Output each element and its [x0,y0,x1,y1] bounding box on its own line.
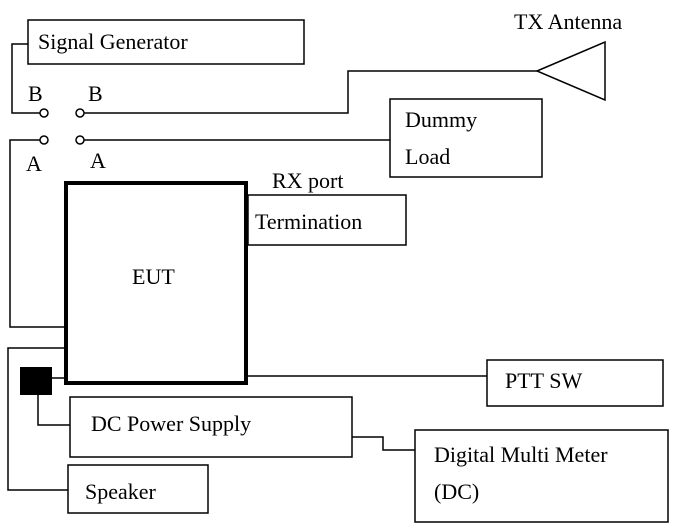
termination-label: Termination [255,209,363,234]
dc-power-supply-label: DC Power Supply [91,411,252,436]
switch-b-left-label: B [28,81,43,106]
switch-contact-a-right [75,135,85,145]
wire-connector-to-dc [37,392,70,426]
dummy-load-label-line2: Load [405,144,451,169]
eut-box [64,181,248,385]
dummy-load-label-line1: Dummy [405,107,478,132]
signal-generator-box [27,19,305,65]
digital-multi-meter-label-line2: (DC) [434,479,480,504]
rx-port-label: RX port [272,168,344,193]
wire-a-to-eut [9,139,66,328]
switch-a-right-label: A [90,148,106,173]
switch-contact-b-right [75,108,85,118]
dc-power-supply-box [69,396,353,458]
wire-dc-to-meter [352,436,415,451]
digital-multi-meter-box [414,429,669,523]
switch-contact-a-left [39,135,49,145]
ptt-sw-label: PTT SW [505,368,583,393]
speaker-label: Speaker [85,479,156,504]
switch-b-right-label: B [88,81,103,106]
dummy-load-box [389,98,543,178]
tx-antenna-label: TX Antenna [514,9,623,34]
tx-antenna-symbol [535,40,606,102]
ptt-sw-box [486,359,664,407]
wire-b-to-antenna [84,70,537,114]
eut-label: EUT [132,264,175,289]
digital-multi-meter-label-line1: Digital Multi Meter [434,442,608,467]
switch-contact-b-left [39,108,49,118]
speaker-box [67,464,209,514]
switch-a-left-label: A [26,151,42,176]
wire-sg-to-b [11,43,40,114]
wire-eut-to-speaker [7,347,68,491]
power-connector-block [20,367,52,395]
signal-generator-label: Signal Generator [38,29,188,54]
